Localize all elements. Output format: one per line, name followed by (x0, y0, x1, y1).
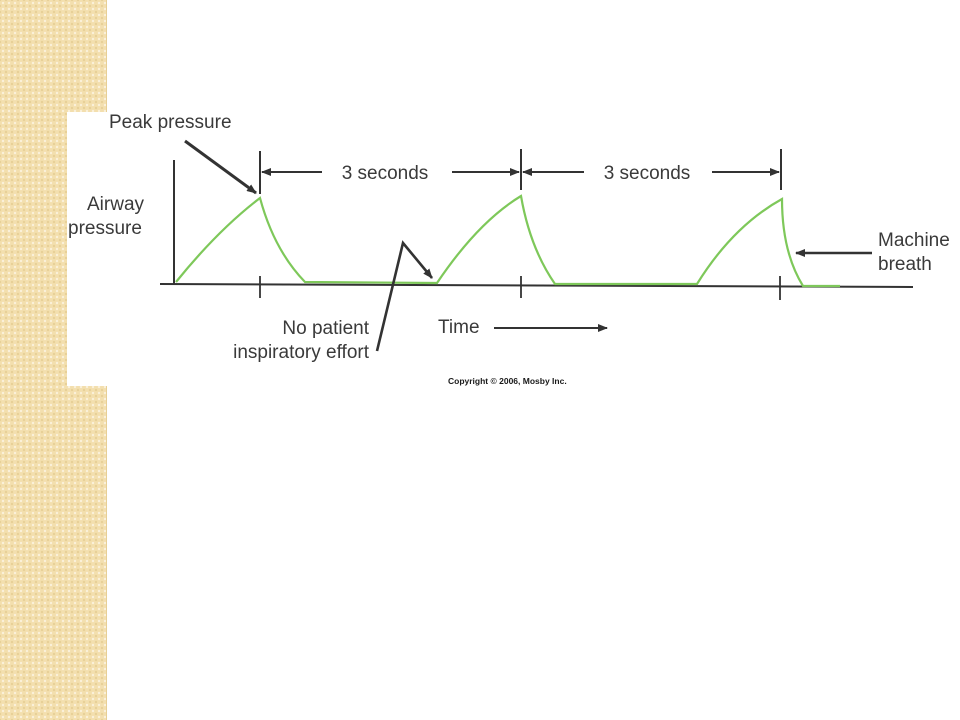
machine-breath-label-line1: Machine (878, 230, 950, 251)
no-effort-arrow (375, 240, 434, 352)
peak-pressure-label: Peak pressure (109, 112, 232, 133)
airway-pressure-waveform (175, 194, 840, 288)
no-effort-label-line1: No patient (282, 318, 369, 339)
time-label: Time (438, 317, 480, 338)
x-axis (159, 283, 914, 288)
peak-pressure-arrow (184, 139, 257, 195)
interval-2-label: 3 seconds (604, 163, 691, 184)
copyright-notice: Copyright © 2006, Mosby Inc. (448, 376, 567, 386)
y-axis-label-line2: pressure (68, 218, 142, 239)
figure-panel (67, 112, 960, 386)
interval-1-label: 3 seconds (342, 163, 429, 184)
y-axis-label-line1: Airway (87, 194, 145, 215)
machine-breath-label-line2: breath (878, 254, 932, 275)
no-effort-label-line2: inspiratory effort (233, 342, 370, 363)
